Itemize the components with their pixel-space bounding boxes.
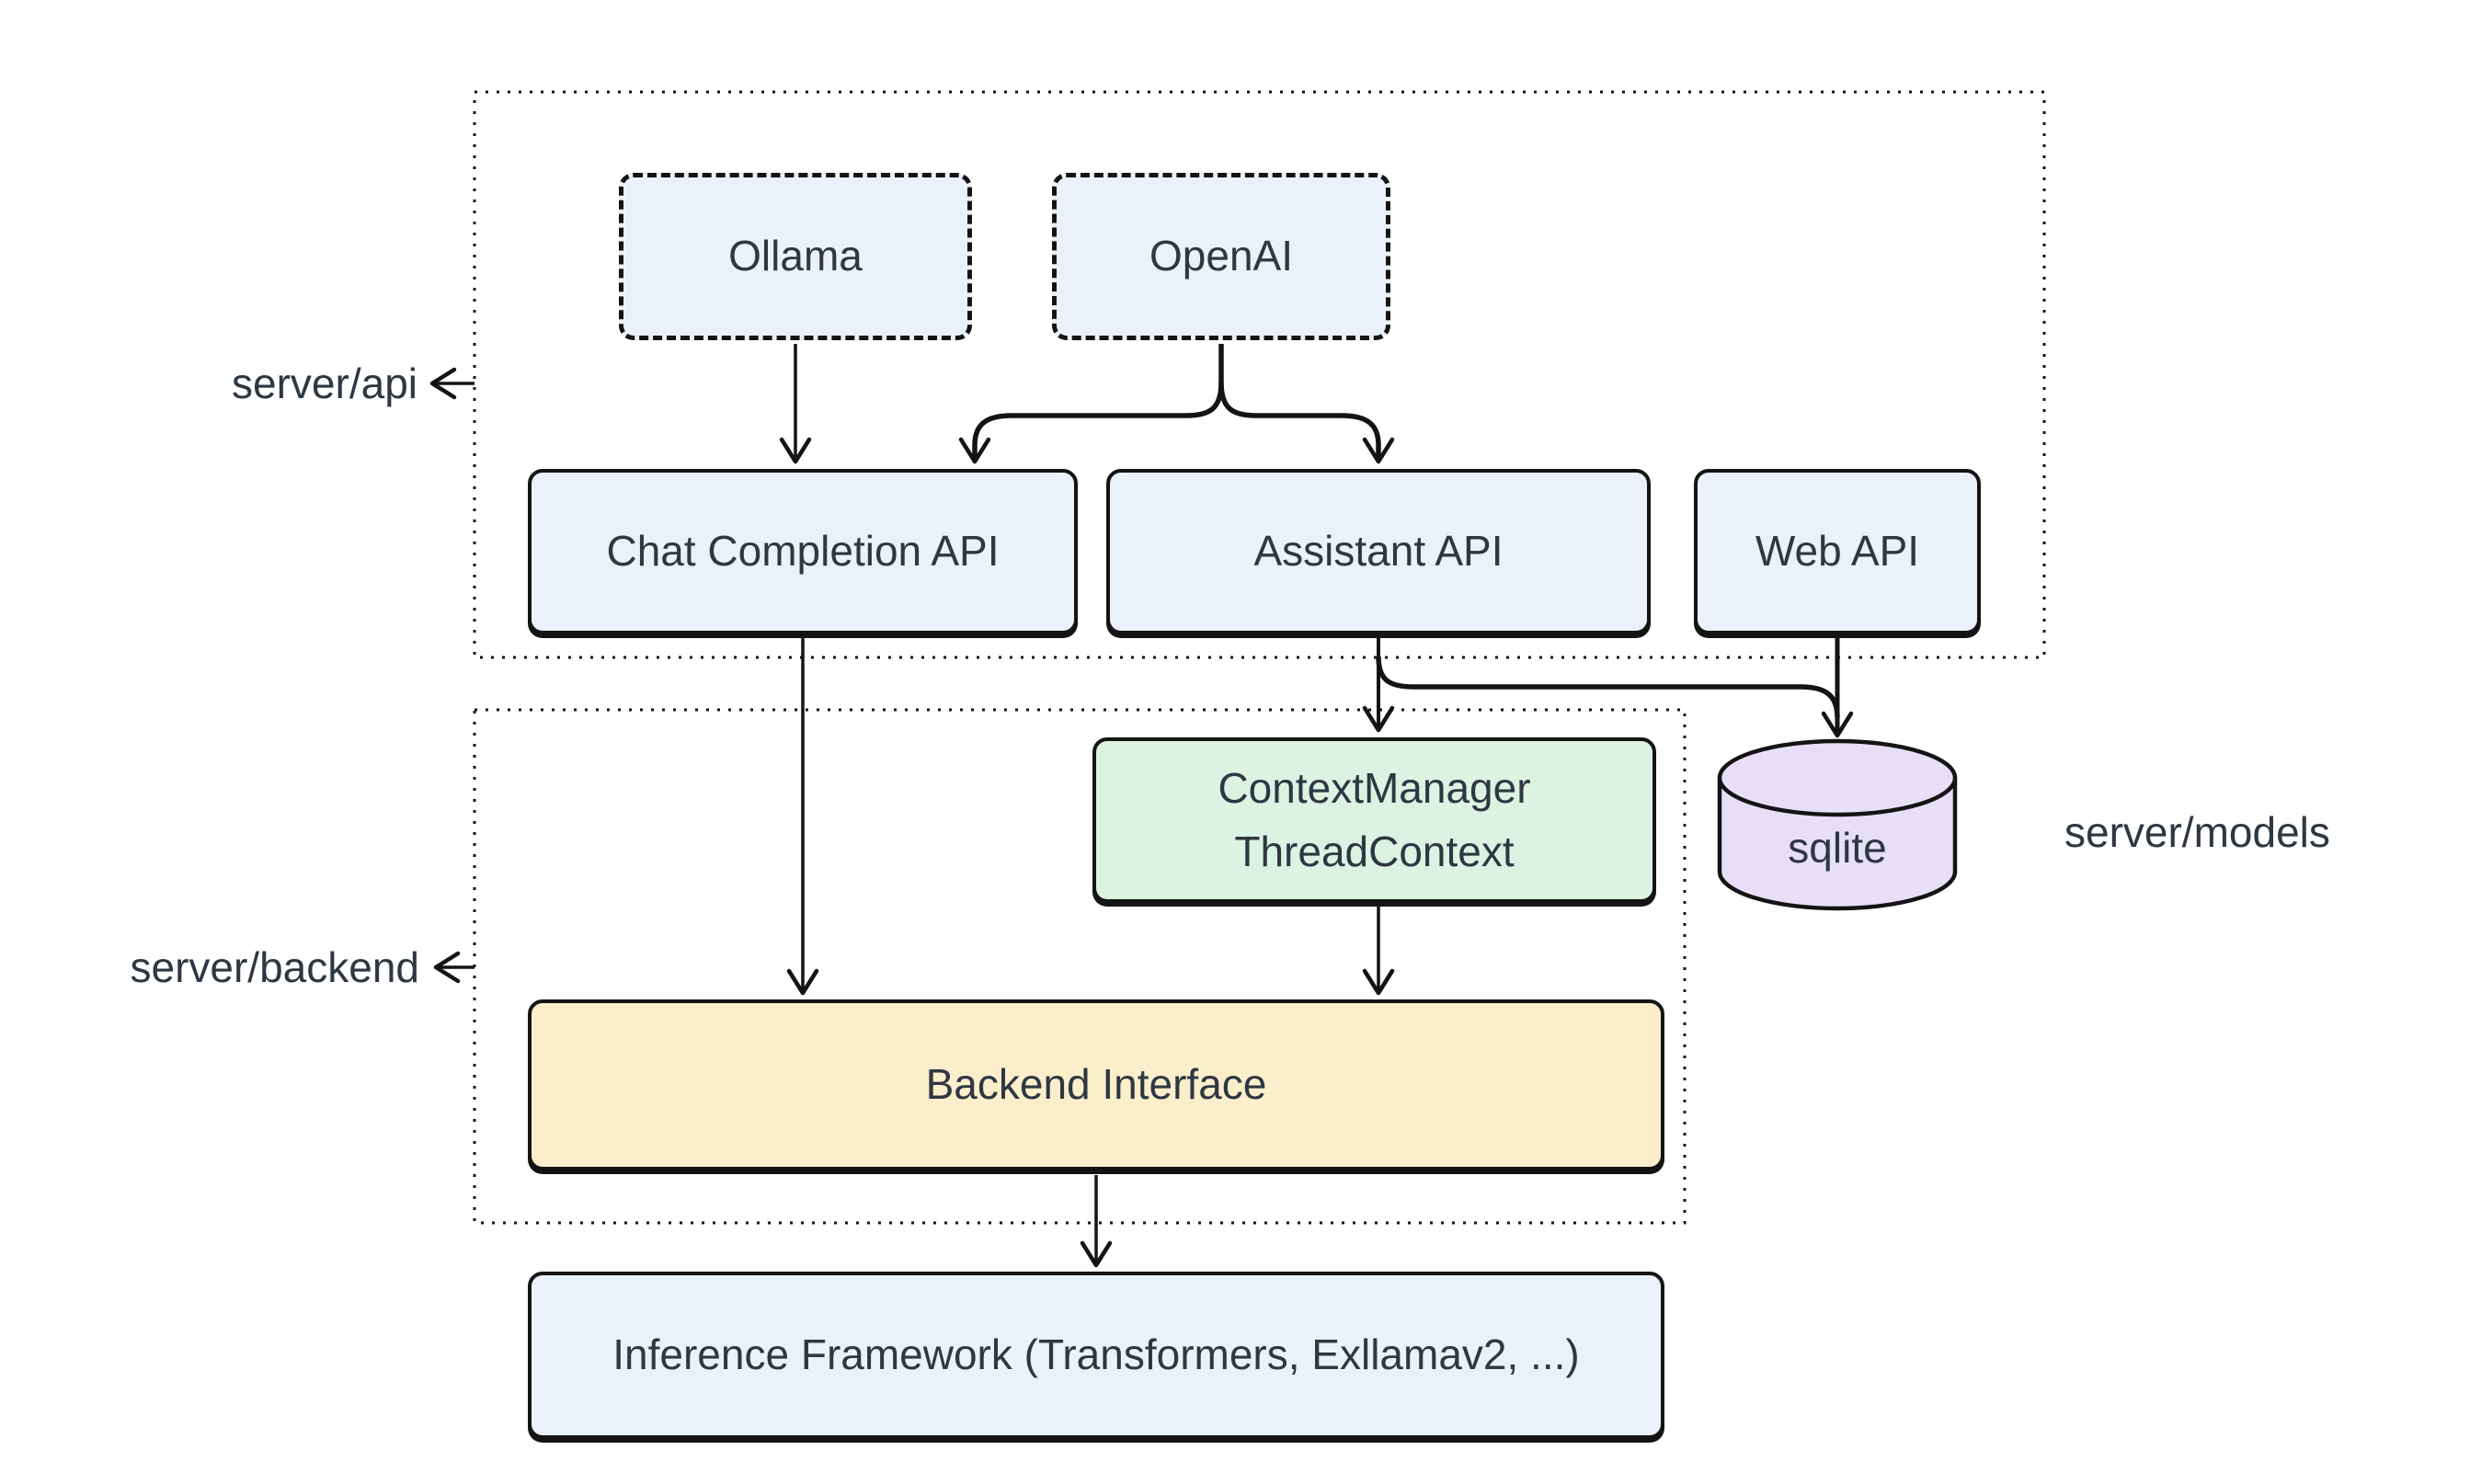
node-backend-interface-label: Backend Interface <box>925 1060 1267 1109</box>
node-chat-completion-api: Chat Completion API <box>528 469 1078 634</box>
node-assistant-api-label: Assistant API <box>1253 527 1504 576</box>
node-web-api: Web API <box>1694 469 1981 634</box>
node-context-manager-line2: ThreadContext <box>1234 828 1515 875</box>
sqlite-cylinder-icon <box>1717 738 1958 911</box>
node-web-api-label: Web API <box>1755 527 1920 576</box>
node-ollama-label: Ollama <box>728 232 863 280</box>
node-openai-label: OpenAI <box>1149 232 1293 280</box>
node-assistant-api: Assistant API <box>1106 469 1651 634</box>
node-context-manager: ContextManager ThreadContext <box>1092 737 1656 903</box>
group-label-server-models: server/models <box>2064 808 2330 856</box>
node-inference-framework-label: Inference Framework (Transformers, Exlla… <box>612 1330 1580 1379</box>
group-label-server-api: server/api <box>232 360 417 407</box>
node-inference-framework: Inference Framework (Transformers, Exlla… <box>528 1272 1664 1439</box>
node-openai: OpenAI <box>1052 173 1390 340</box>
node-context-manager-line1: ContextManager <box>1218 764 1531 812</box>
node-backend-interface: Backend Interface <box>528 999 1664 1170</box>
node-sqlite-label: sqlite <box>1788 824 1887 872</box>
group-server-api-border <box>473 90 2046 659</box>
node-context-manager-label: ContextManager ThreadContext <box>1218 757 1530 884</box>
node-chat-completion-api-label: Chat Completion API <box>606 527 1000 576</box>
node-ollama: Ollama <box>619 173 972 340</box>
edge-openai-to-assistant <box>1218 382 1395 464</box>
edge-openai-to-chat-completion <box>958 344 1224 464</box>
group-label-server-backend: server/backend <box>130 943 420 991</box>
edge-assistant-to-sqlite <box>1376 656 1840 718</box>
